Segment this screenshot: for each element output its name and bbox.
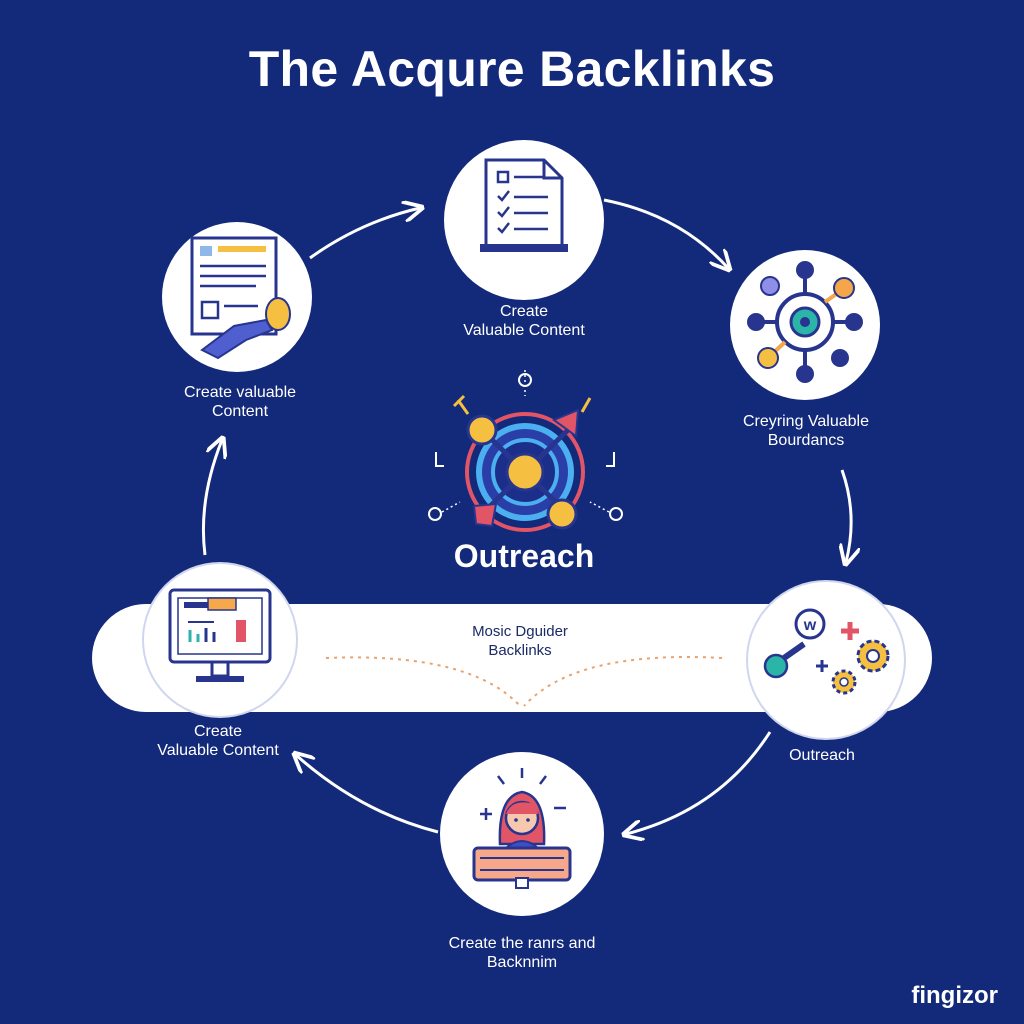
svg-text:w: w [803,617,817,634]
center-label: Outreach [453,538,595,574]
arrow-topright-down [842,469,851,562]
network-nodes-icon [747,261,863,383]
brand-logo-text: fingizor [911,982,998,1009]
outreach-hub-icon [428,370,623,532]
arrow-bottom-to-left [296,755,439,834]
band-dotted-right [523,656,723,707]
checklist-document-icon [480,158,568,252]
arrow-left-up [201,440,222,556]
person-laptop-icon [472,768,572,889]
node-left[interactable] [144,564,296,716]
gears-outreach-icon: w [763,608,890,695]
band-dotted-left [325,656,521,707]
monitor-dashboard-icon [168,588,272,682]
content-document-hand-icon [190,236,291,360]
node-top[interactable] [444,140,604,300]
arrow-top-to-topright [603,198,728,268]
arrow-right-to-bottom [626,731,772,834]
node-top-right[interactable] [730,250,880,400]
node-bottom[interactable] [440,752,604,916]
arrow-topleft-to-top [309,208,420,260]
node-top-left[interactable] [162,222,312,372]
page-title: The Acqure Backlinks [248,41,776,97]
node-right-label: Outreach [789,747,855,764]
node-right[interactable]: w [748,582,904,738]
